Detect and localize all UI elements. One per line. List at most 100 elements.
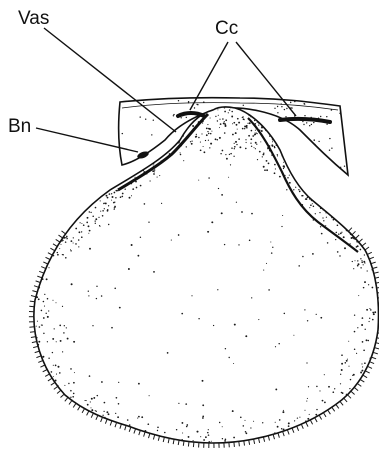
stipple-dot [67, 414, 68, 415]
stipple-dot [326, 116, 327, 117]
stipple-dot [142, 165, 144, 167]
stipple-dot [62, 107, 63, 108]
stipple-dot [65, 427, 67, 429]
stipple-dot [360, 153, 362, 155]
stipple-dot [41, 256, 42, 257]
stipple-dot [108, 126, 110, 128]
stipple-dot [218, 188, 219, 189]
stipple-dot [61, 437, 63, 439]
stipple-dot [347, 137, 349, 139]
stipple-dot [362, 173, 364, 175]
stipple-dot [376, 110, 378, 112]
stipple-dot [99, 137, 101, 139]
stipple-dot [41, 408, 42, 409]
stipple-dot [31, 357, 33, 359]
stipple-dot [368, 168, 370, 170]
stipple-dot [316, 386, 318, 388]
stipple-dot [41, 136, 43, 138]
stipple-dot [360, 258, 361, 259]
stipple-dot [377, 268, 378, 269]
stipple-dot [233, 156, 234, 157]
stipple-dot [375, 411, 377, 413]
stipple-dot [52, 141, 53, 142]
stipple-dot [360, 249, 362, 251]
stipple-dot [63, 332, 65, 334]
margin-tick [374, 272, 379, 273]
stipple-dot [87, 404, 89, 406]
stipple-dot [250, 143, 251, 144]
stipple-dot [99, 425, 100, 426]
stipple-dot [202, 404, 204, 406]
stipple-dot [124, 432, 126, 434]
stipple-dot [349, 415, 350, 416]
margin-tick [323, 413, 326, 417]
stipple-dot [361, 363, 362, 364]
stipple-dot [224, 123, 226, 125]
stipple-dot [35, 220, 36, 221]
stipple-dot [50, 224, 51, 225]
stipple-dot [371, 433, 373, 435]
stipple-dot [47, 402, 49, 404]
stipple-dot [208, 140, 209, 141]
stipple-dot [183, 160, 184, 161]
stipple-dot [80, 134, 81, 135]
stipple-dot [363, 264, 364, 265]
stipple-dot [162, 146, 164, 148]
stipple-dot [356, 157, 358, 159]
stipple-dot [52, 195, 54, 197]
stipple-dot [321, 158, 322, 159]
stipple-dot [202, 380, 204, 382]
stipple-dot [51, 150, 53, 152]
stipple-dot [51, 371, 53, 373]
stipple-dot [356, 231, 357, 232]
stipple-dot [88, 190, 89, 191]
stipple-dot [102, 210, 104, 212]
stipple-dot [219, 137, 221, 139]
stipple-dot [33, 174, 34, 175]
stipple-dot [76, 108, 77, 109]
stipple-dot [71, 165, 73, 167]
stipple-dot [62, 137, 64, 139]
stipple-dot [152, 441, 154, 443]
stipple-dot [377, 147, 379, 149]
stipple-dot [42, 381, 43, 382]
stipple-dot [181, 422, 183, 424]
stipple-dot [45, 386, 46, 387]
stipple-dot [279, 419, 281, 421]
stipple-dot [84, 105, 86, 107]
stipple-dot [75, 177, 76, 178]
shell-body [34, 107, 379, 443]
stipple-dot [343, 117, 344, 118]
stipple-dot [81, 223, 82, 224]
stipple-dot [275, 422, 276, 423]
stipple-dot [60, 171, 61, 172]
stipple-dot [38, 400, 40, 402]
stipple-dot [178, 403, 179, 404]
stipple-dot [61, 143, 63, 145]
margin-tick [78, 406, 81, 410]
stipple-dot [60, 175, 62, 177]
stipple-dot [360, 427, 361, 428]
stipple-dot [338, 179, 340, 181]
stipple-dot [313, 147, 314, 148]
margin-tick [144, 432, 146, 437]
stipple-dot [91, 398, 93, 400]
stipple-dot [89, 118, 91, 120]
stipple-dot [272, 116, 274, 118]
stipple-dot [309, 125, 310, 126]
stipple-dot [32, 157, 33, 158]
stipple-dot [346, 360, 348, 362]
stipple-dot [84, 436, 86, 438]
stipple-dot [354, 145, 355, 146]
stipple-dot [233, 437, 235, 439]
stipple-dot [270, 242, 271, 243]
stipple-dot [30, 192, 31, 193]
stipple-dot [121, 196, 123, 198]
stipple-dot [351, 139, 353, 141]
stipple-dot [358, 109, 359, 110]
stipple-dot [345, 175, 347, 177]
stipple-dot [332, 173, 334, 175]
stipple-dot [371, 122, 373, 124]
stipple-dot [88, 105, 90, 107]
stipple-dot [54, 199, 55, 200]
